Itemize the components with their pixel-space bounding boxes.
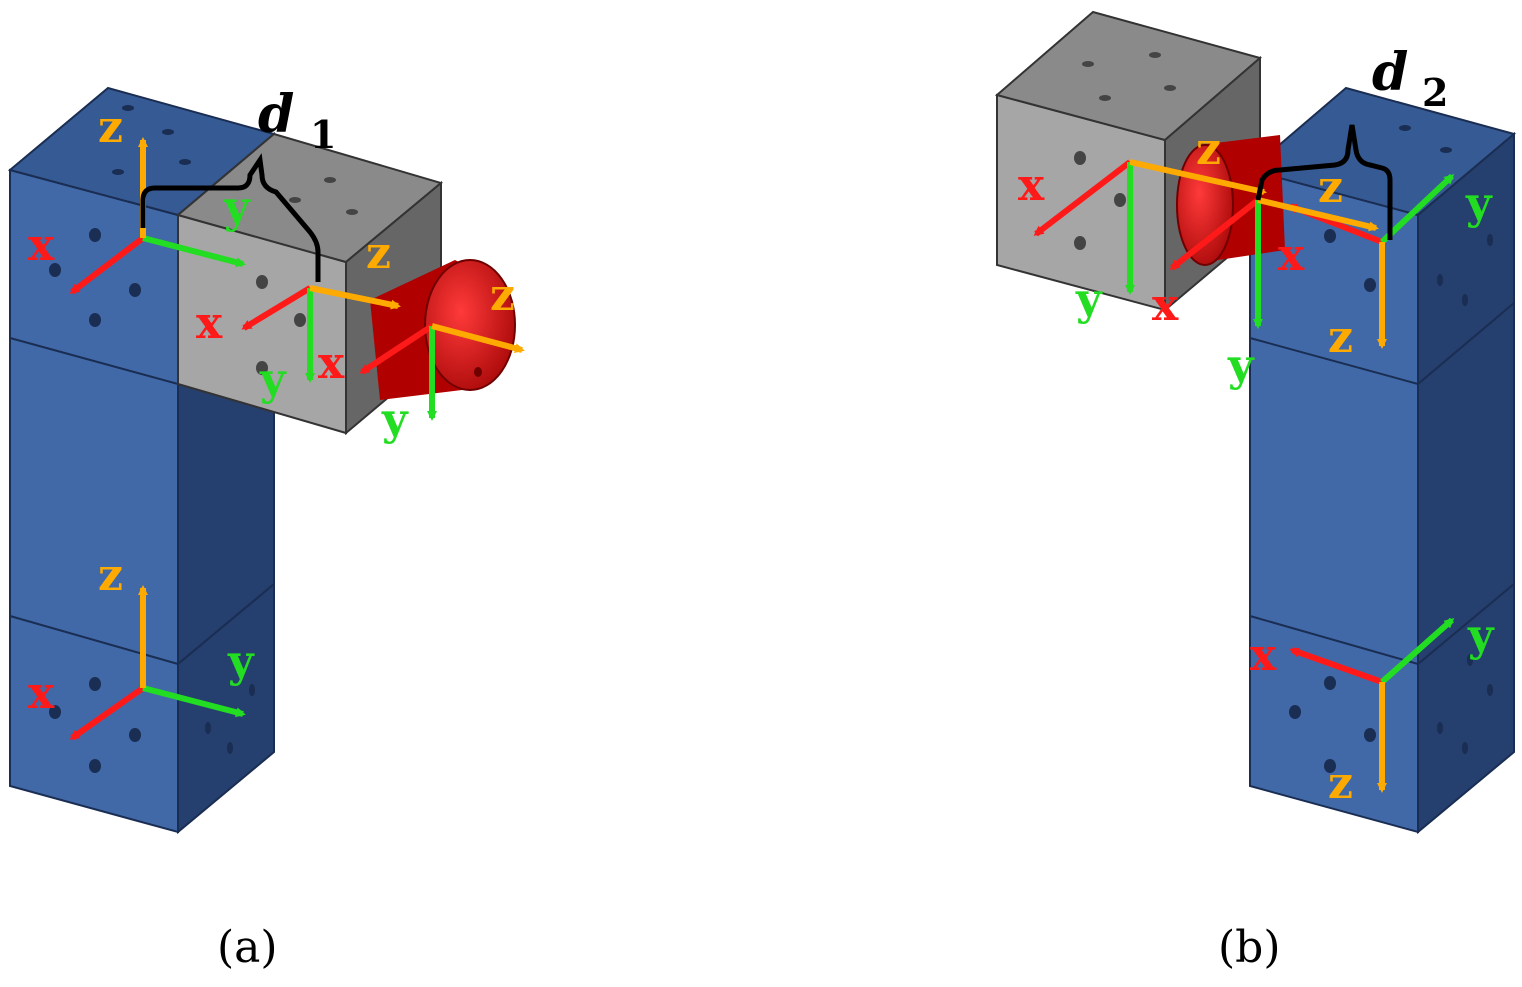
frame-a-base-x-axis-arrow (69, 685, 145, 741)
frame-a-tip-x-axis-arrow (359, 323, 434, 375)
frame-b-gray-x-axis-label: x (1152, 280, 1179, 331)
frame-b-base-y-axis-label: y (1467, 610, 1495, 661)
frame-b-gray-y-axis-label: y (1227, 340, 1255, 391)
frame-a-gray-y-axis-label: y (259, 354, 287, 405)
frame-b-tip: x y z (1018, 124, 1267, 325)
distance-brace-a: d 1 (140, 84, 336, 282)
frame-a-tip-x-axis-label: x (318, 338, 345, 389)
frame-a-joint-x-axis-arrow (69, 235, 145, 295)
frame-b-base-x-axis-label: x (1250, 630, 1277, 681)
frame-a-tip-z-axis-arrow (431, 323, 525, 354)
frame-b-gray: xyz (1152, 162, 1379, 391)
frame-b-joint: x y z (1278, 173, 1493, 363)
frame-b-tip-x-axis-arrow (1033, 159, 1132, 237)
frame-b-gray-x-axis-arrow (1169, 197, 1260, 271)
frame-b-base-y-axis-arrow (1380, 617, 1455, 685)
frame-a-base-y-axis-arrow (142, 685, 246, 718)
frame-b-joint-y-axis-label: y (1465, 178, 1493, 229)
frame-a-base-x-axis-label: x (28, 668, 55, 719)
frame-a-base-y-axis-label: y (227, 636, 255, 687)
frame-b-gray-z-axis-label: z (1318, 162, 1343, 213)
frame-a-joint-x-axis-label: x (28, 220, 55, 271)
frame-b-tip-z-axis-arrow (1129, 159, 1267, 196)
frame-a-gray-x-axis-arrow (241, 285, 312, 331)
frame-b-joint-x-axis-label: x (1278, 230, 1305, 281)
frame-a-gray-x-axis-label: x (196, 298, 223, 349)
frame-b-tip-x-axis-label: x (1018, 160, 1045, 211)
frame-a-joint-z-axis-label: z (98, 102, 123, 153)
frame-a-base: x y z (28, 550, 255, 741)
frame-a-base-z-axis-label: z (98, 550, 123, 601)
frame-a-gray-z-axis-arrow (309, 285, 401, 310)
caption-a: (a) (217, 922, 278, 973)
frame-b-base: x y z (1250, 610, 1495, 809)
frame-b-base-x-axis-arrow (1289, 647, 1384, 685)
frame-b-joint-z-axis-label: z (1328, 312, 1353, 363)
frame-a-tip-z-axis-label: z (490, 270, 515, 321)
frame-a-joint: xyz (28, 102, 251, 295)
frame-a-joint-y-axis-arrow (142, 235, 246, 268)
gray-block-a (175, 132, 444, 436)
frame-b-base-z-axis-label: z (1328, 758, 1353, 809)
frame-b-tip-z-axis-label: z (1196, 124, 1221, 175)
frame-b-gray-z-axis-arrow (1257, 197, 1379, 232)
caption-b: (b) (1218, 922, 1281, 973)
distance-label-a: d (258, 84, 294, 145)
distance-label-b: d (1372, 42, 1408, 103)
frame-a-tip: xy z (318, 270, 525, 445)
frame-a-gray-z-axis-label: z (366, 228, 391, 279)
frame-a-tip-y-axis-label: y (381, 394, 409, 445)
frame-b-joint-y-axis-arrow (1379, 173, 1455, 245)
panel-a: xyz xyz xyz xyz d 1 (a) (7, 84, 525, 973)
distance-subscript-b: 2 (1422, 70, 1448, 115)
frame-b-tip-y-axis-label: y (1075, 274, 1103, 325)
distance-brace-b: d 2 (1255, 42, 1448, 240)
distance-subscript-a: 1 (310, 112, 336, 157)
frame-a-gray: xy z (196, 228, 401, 405)
